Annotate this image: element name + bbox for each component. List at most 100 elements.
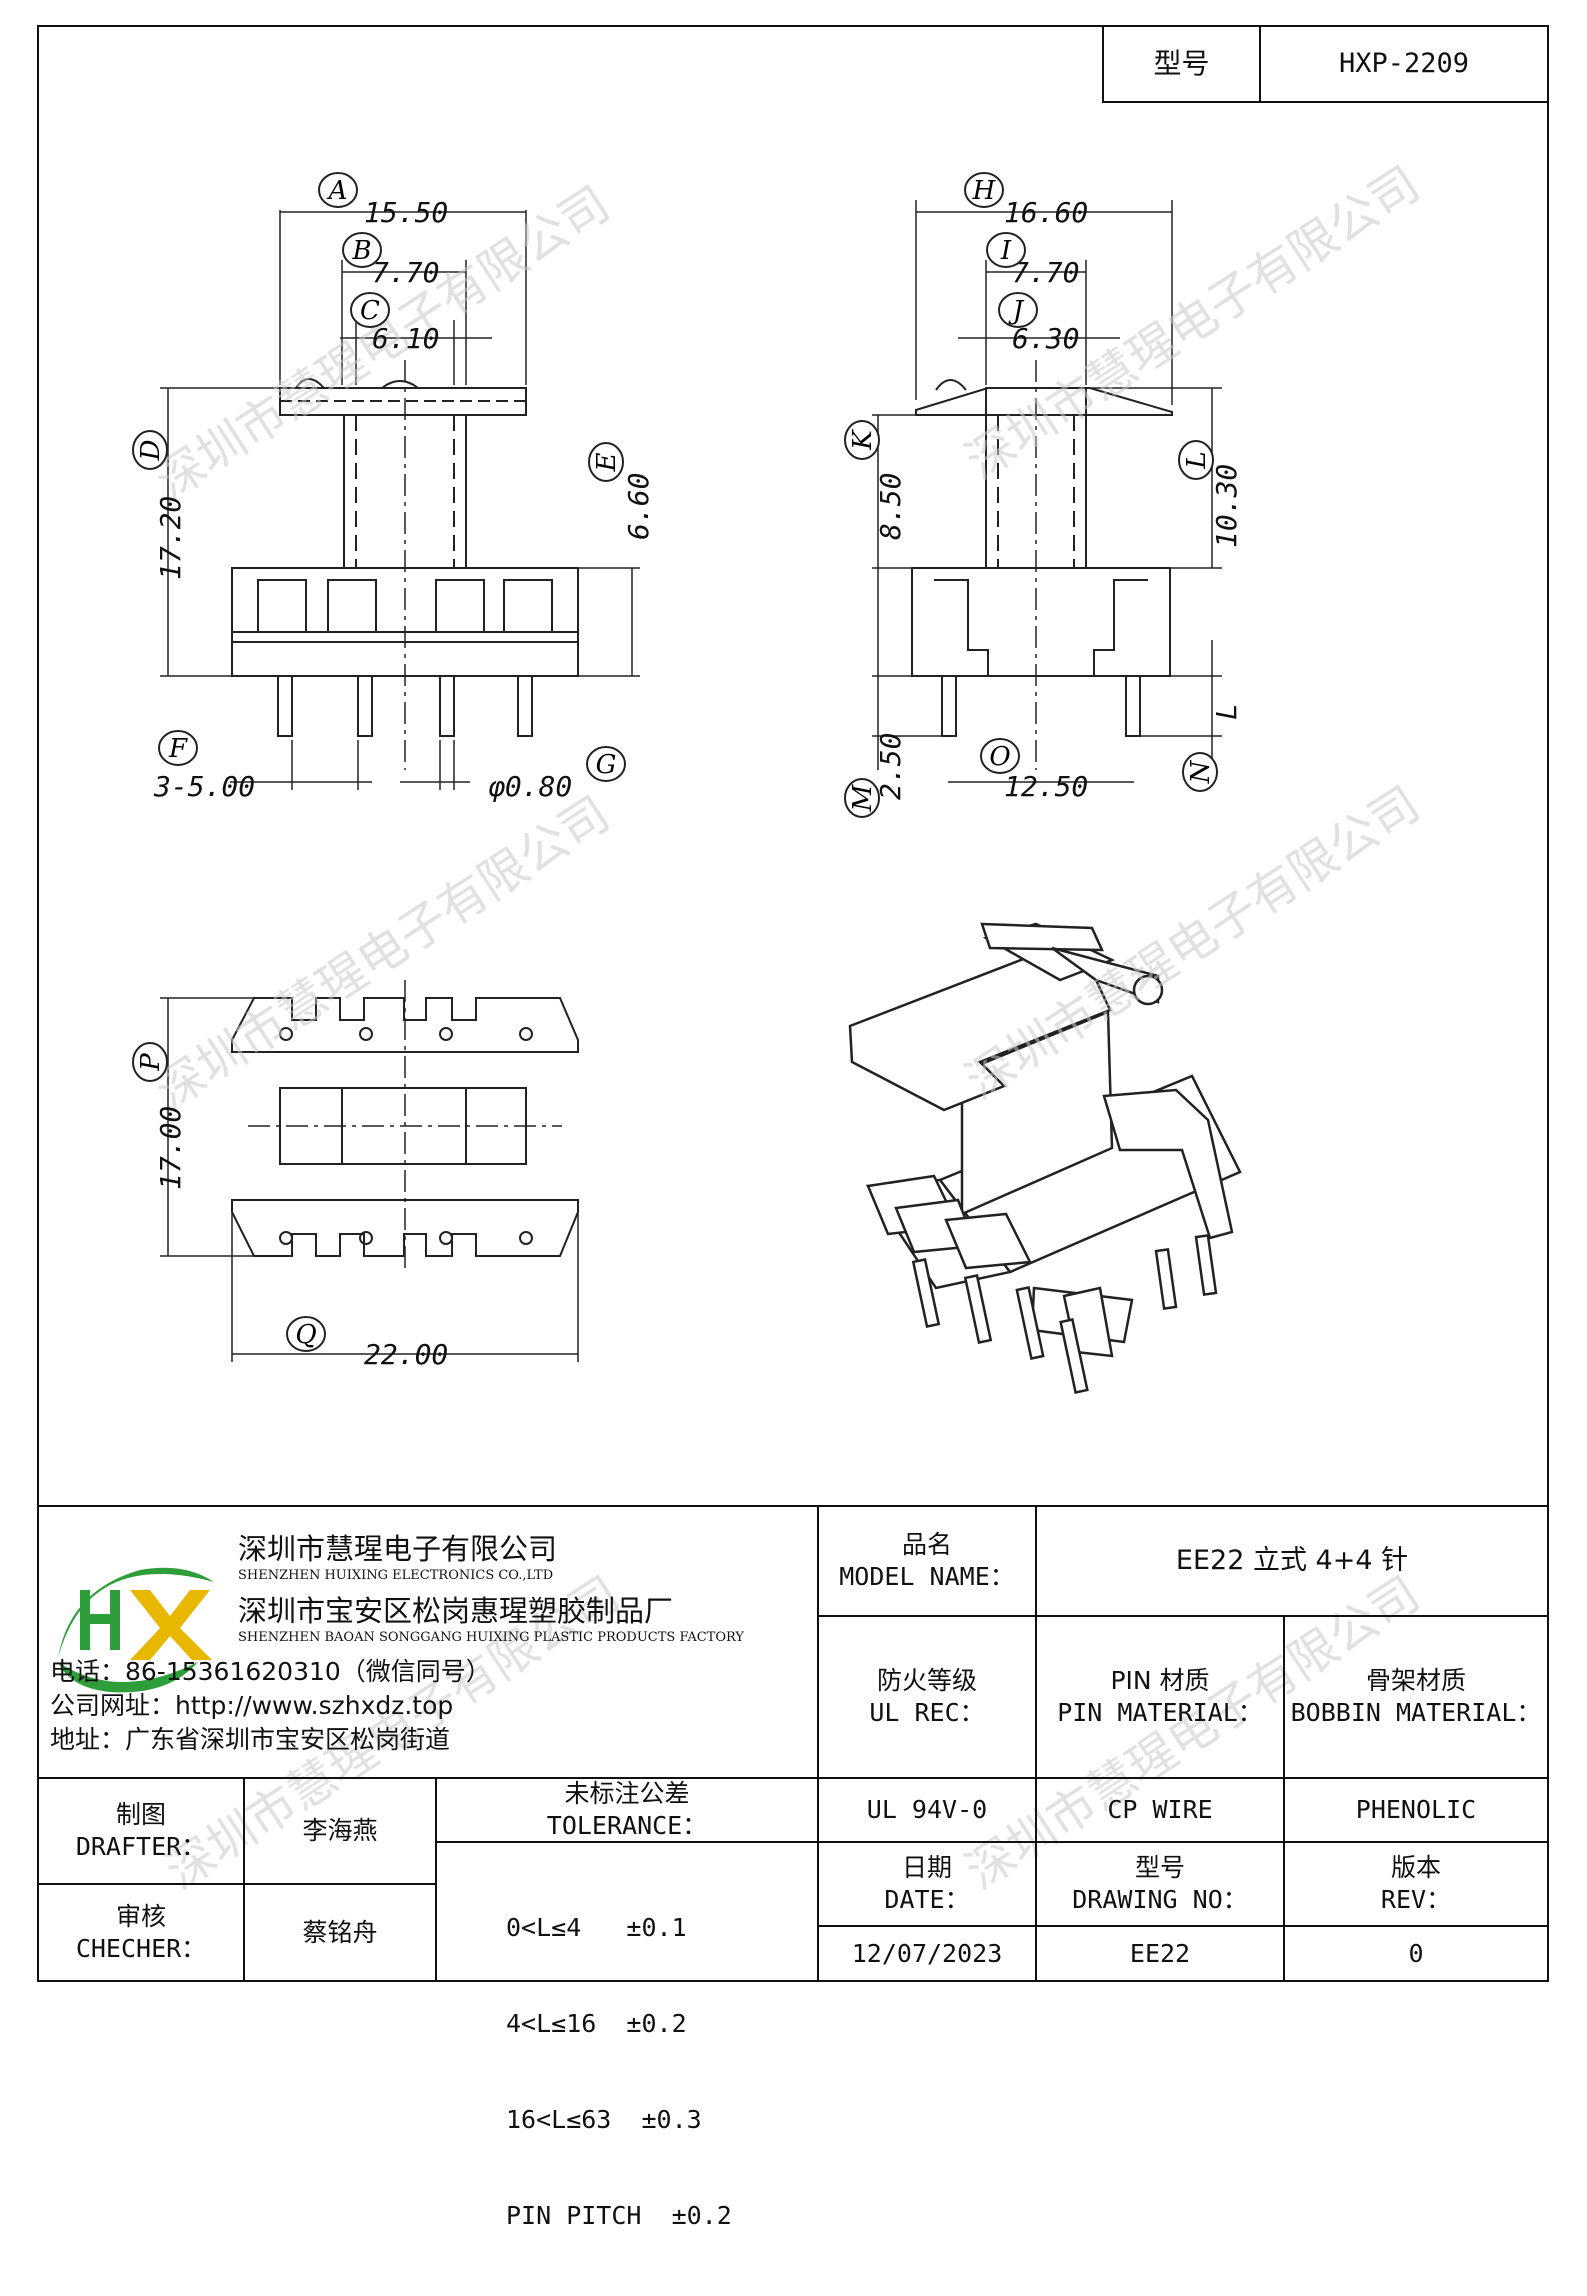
dim-A-value: 15.50 <box>364 196 448 229</box>
drafter-en: DRAFTER： <box>75 1832 207 1861</box>
header-model-value: HXP-2209 <box>1338 48 1470 79</box>
date-label: 日期 DATE： <box>818 1842 1036 1926</box>
factory-name-cn: 深圳市宝安区松岗惠瑆塑胶制品厂 <box>238 1594 674 1628</box>
callout-B: B <box>342 232 382 268</box>
drawing-no-value: EE22 <box>1129 1938 1191 1968</box>
callout-letter: Q <box>295 1320 316 1350</box>
bobbin-material-en: BOBBIN MATERIAL： <box>1290 1698 1542 1727</box>
callout-J: J <box>998 292 1038 328</box>
checker-cn: 审核 <box>115 1901 166 1931</box>
date-cn: 日期 <box>901 1853 952 1882</box>
dim-H-value: 16.60 <box>1004 196 1088 229</box>
pin-material-label: PIN 材质 PIN MATERIAL： <box>1036 1616 1284 1778</box>
factory-name-en: SHENZHEN BAOAN SONGGANG HUIXING PLASTIC … <box>238 1630 744 1645</box>
drafter-value: 李海燕 <box>302 1816 378 1845</box>
company-phone: 电话：86-15361620310（微信同号） <box>50 1657 491 1686</box>
company-address: 地址：广东省深圳市宝安区松岗街道 <box>50 1725 451 1754</box>
technical-drawing: 深圳市慧瑆电子有限公司 深圳市慧瑆电子有限公司 深圳市慧瑆电子有限公司 深圳市慧… <box>37 25 1549 1982</box>
callout-letter: G <box>596 750 617 780</box>
callout-group: ABC D E F G HIJ K L M N O P Q <box>132 172 1218 1352</box>
callout-letter: A <box>327 176 348 206</box>
callout-I: I <box>986 232 1026 268</box>
callout-letter: L <box>1182 451 1212 469</box>
dim-J-value: 6.30 <box>1012 322 1079 355</box>
drawing-sheet: 深圳市慧瑆电子有限公司 深圳市慧瑆电子有限公司 深圳市慧瑆电子有限公司 深圳市慧… <box>37 25 1549 2230</box>
tolerance-row: 4<L≤16 ±0.2 <box>506 2009 687 2038</box>
fire-rating-cn: 防火等级 <box>876 1666 977 1695</box>
callout-N: N <box>1182 752 1218 792</box>
dim-B-value: 7.70 <box>372 256 439 289</box>
dim-C-value: 6.10 <box>372 322 439 355</box>
callout-letter: F <box>168 734 188 764</box>
bottom-view <box>160 980 579 1362</box>
outer-frame <box>37 25 1549 1982</box>
drawing-no-en: DRAWING NO： <box>1072 1885 1248 1914</box>
callout-letter: H <box>972 176 997 206</box>
callout-Q: Q <box>286 1316 326 1352</box>
model-name-value: EE22 立式 4+4 针 <box>1175 1545 1409 1576</box>
callout-letter: O <box>989 742 1010 772</box>
dimension-labels: 15.50 7.70 6.10 17.20 6.60 3-5.00 φ0.80 … <box>153 196 1243 1371</box>
callout-letter: B <box>351 236 371 266</box>
pin-material-value: CP WIRE <box>1107 1795 1213 1824</box>
fire-rating-label: 防火等级 UL REC： <box>818 1616 1036 1778</box>
dim-I-value: 7.70 <box>1012 256 1079 289</box>
dim-L-bottom-value: L <box>1210 703 1243 720</box>
drafter-label: 制图 DRAFTER： <box>38 1778 244 1884</box>
callout-F: F <box>158 730 198 766</box>
callout-E: E <box>588 442 624 482</box>
callout-K: K <box>844 420 880 460</box>
checker-en: CHECHER： <box>75 1933 207 1963</box>
callout-L: L <box>1178 440 1214 480</box>
bobbin-material-cn: 骨架材质 <box>1365 1666 1466 1695</box>
dim-G-value: φ0.80 <box>488 770 572 803</box>
dim-P-value: 17.00 <box>154 1106 187 1190</box>
tolerance-label: 未标注公差 TOLERANCE： <box>436 1778 818 1842</box>
revision-label: 版本 REV： <box>1284 1842 1548 1926</box>
bobbin-material-value: PHENOLIC <box>1355 1795 1477 1824</box>
header-model-label: 型号 <box>1153 47 1210 80</box>
callout-letter: I <box>1000 236 1012 266</box>
callout-O: O <box>980 738 1020 774</box>
fire-rating-en: UL REC： <box>869 1698 985 1727</box>
dim-Q-value: 22.00 <box>364 1338 448 1371</box>
callout-H: H <box>964 172 1004 208</box>
callout-letter: D <box>136 439 166 461</box>
callout-letter: P <box>136 1053 166 1072</box>
callout-D: D <box>132 430 168 470</box>
dim-F-value: 3-5.00 <box>153 770 255 803</box>
checker-value: 蔡铭舟 <box>302 1917 378 1947</box>
company-logo <box>58 1567 214 1693</box>
drafter-cn: 制图 <box>115 1800 166 1829</box>
callout-letter: K <box>848 429 878 451</box>
callout-letter: N <box>1186 759 1216 784</box>
checker-label: 审核 CHECHER： <box>38 1884 244 1981</box>
header-box <box>1102 25 1549 103</box>
company-name-cn: 深圳市慧瑆电子有限公司 <box>238 1532 558 1566</box>
callout-letter: M <box>848 783 878 812</box>
tolerance-row: 16<L≤63 ±0.3 <box>506 2105 702 2134</box>
model-name-en: MODEL NAME： <box>839 1562 1015 1591</box>
dim-M-value: 2.50 <box>874 733 907 800</box>
company-name-en: SHENZHEN HUIXING ELECTRONICS CO.,LTD <box>238 1568 554 1583</box>
tolerance-row: PIN PITCH ±0.2 <box>506 2201 732 2230</box>
fire-rating-value: UL 94V-0 <box>866 1795 988 1824</box>
callout-C: C <box>350 292 390 328</box>
drawing-no-cn: 型号 <box>1134 1853 1185 1882</box>
callout-letter: J <box>1008 296 1025 326</box>
dim-D-value: 17.20 <box>154 496 187 580</box>
callout-G: G <box>586 746 626 782</box>
side-view <box>872 200 1222 783</box>
callout-A: A <box>318 172 358 208</box>
bobbin-material-label: 骨架材质 BOBBIN MATERIAL： <box>1284 1616 1548 1778</box>
callout-M: M <box>844 778 880 818</box>
isometric-view <box>848 922 1242 1394</box>
callout-letter: C <box>360 296 380 326</box>
pin-material-en: PIN MATERIAL： <box>1057 1698 1263 1727</box>
callout-letter: E <box>592 452 622 472</box>
company-website: 公司网址：http://www.szhxdz.top <box>50 1691 454 1720</box>
watermark: 深圳市慧瑆电子有限公司 <box>146 786 619 1121</box>
revision-en: REV： <box>1380 1885 1452 1914</box>
date-en: DATE： <box>884 1885 970 1914</box>
model-name-cn: 品名 <box>901 1530 952 1559</box>
